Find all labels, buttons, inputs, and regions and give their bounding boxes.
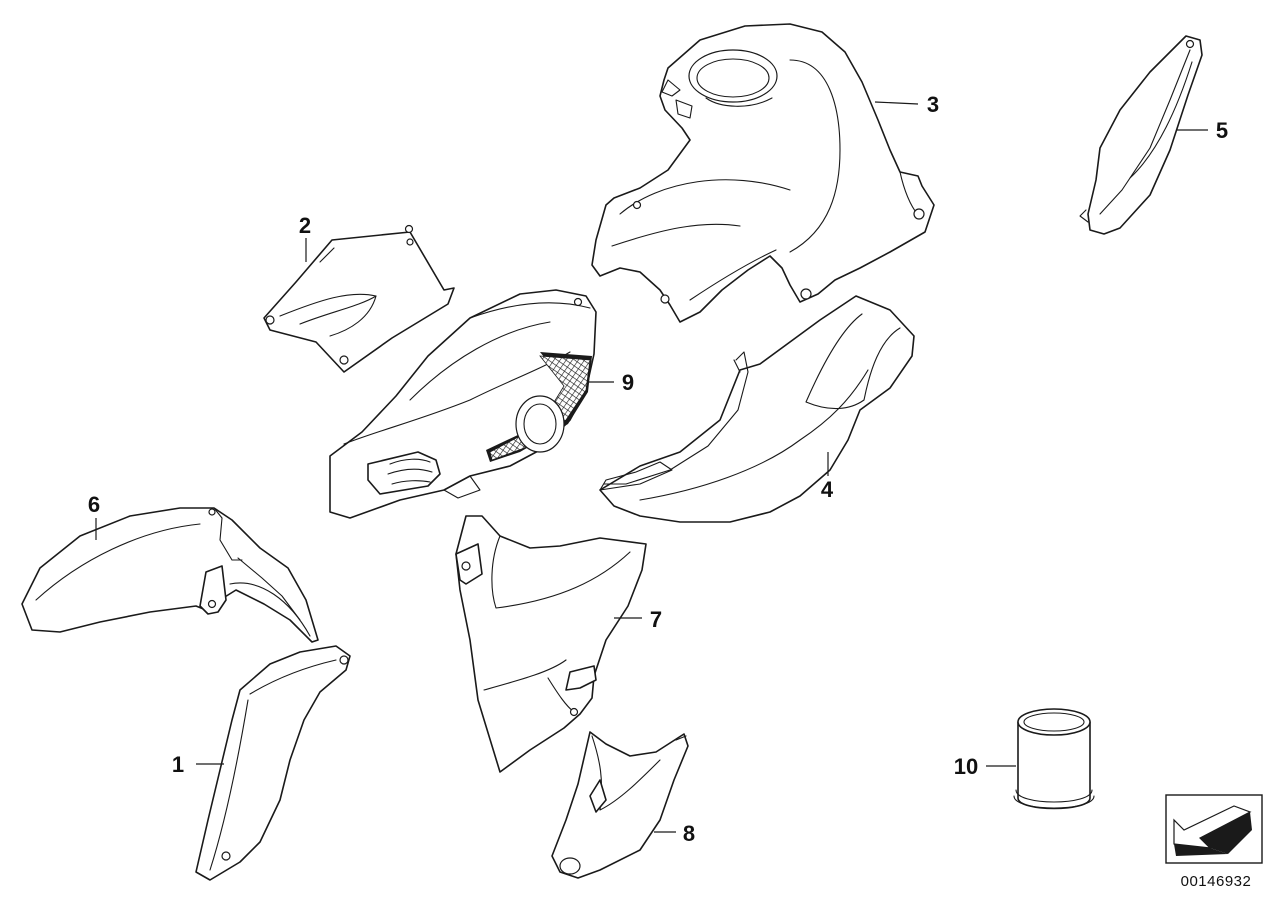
callout-5: 5 xyxy=(1216,118,1228,143)
part-4-lower-trim[interactable] xyxy=(599,295,915,523)
part-10-sleeve[interactable] xyxy=(1013,708,1095,810)
part-7-side-fairing[interactable] xyxy=(455,515,647,773)
callout-7: 7 xyxy=(650,607,662,632)
part-3-tank-cover[interactable] xyxy=(591,23,935,323)
leader-lines xyxy=(95,101,1208,833)
part-9-airbox-shroud[interactable] xyxy=(329,289,597,519)
callout-9: 9 xyxy=(622,370,634,395)
callout-2: 2 xyxy=(299,213,311,238)
part-2-cover-plate[interactable] xyxy=(263,224,455,373)
callout-6: 6 xyxy=(88,492,100,517)
part-1-side-panel[interactable] xyxy=(195,645,351,881)
diagram-reference-number: 00146932 xyxy=(1181,873,1252,890)
callout-3: 3 xyxy=(927,92,939,117)
part-6-front-mudguard[interactable] xyxy=(21,507,319,643)
callout-8: 8 xyxy=(683,821,695,846)
direction-arrow-icon xyxy=(1165,794,1263,864)
callout-10: 10 xyxy=(954,754,978,779)
part-5-side-trim[interactable] xyxy=(1079,35,1203,235)
callout-labels: 1 2 3 4 5 6 7 8 9 10 xyxy=(88,92,1228,846)
part-8-lower-panel[interactable] xyxy=(551,731,689,879)
callout-1: 1 xyxy=(172,752,184,777)
callout-4: 4 xyxy=(821,477,834,502)
